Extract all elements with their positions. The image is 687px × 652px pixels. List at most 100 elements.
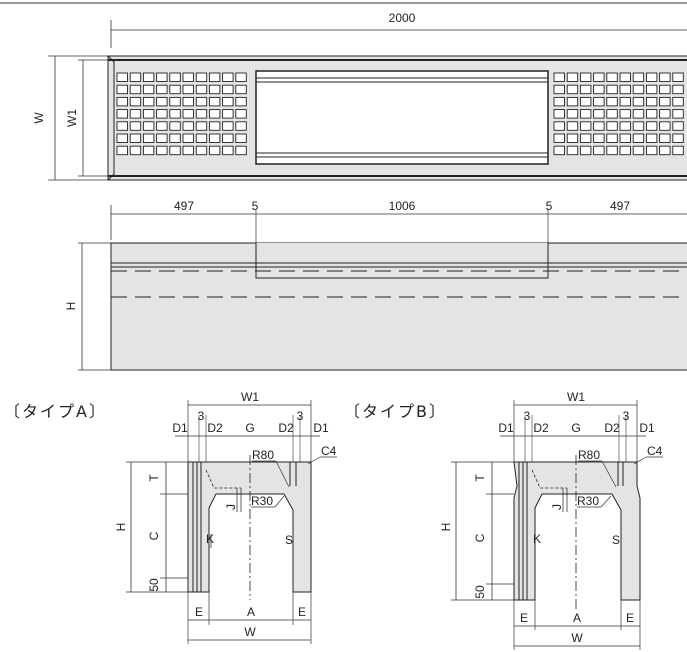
grate-hole (222, 96, 234, 107)
type-a-e-left: E (195, 605, 203, 619)
grate-hole (606, 109, 618, 119)
grate-hole (156, 84, 168, 95)
grate-hole (659, 121, 671, 131)
grate-hole (222, 133, 234, 143)
grate-hole (156, 121, 168, 131)
grate-hole (593, 72, 605, 82)
type-a-r80: R80 (252, 448, 274, 462)
type-a-c: C (147, 531, 161, 540)
type-a-d2-right: D2 (278, 421, 294, 435)
grate-hole (606, 145, 618, 156)
grate-hole (619, 121, 631, 131)
grate-hole (579, 109, 592, 119)
type-b-w: W (571, 631, 583, 645)
type-b-d1-left: D1 (498, 421, 514, 435)
grate-hole (169, 145, 181, 156)
segment-5-right: 5 (546, 199, 553, 213)
grate-hole (606, 133, 618, 143)
grate-hole (659, 109, 671, 119)
grate-hole (235, 72, 247, 82)
grate-hole (566, 84, 579, 95)
type-b-50: 50 (473, 585, 487, 599)
type-a-r30: R30 (251, 494, 273, 508)
section-type-a: 〔タイプA〕 W1 D1 3 D2 G D2 3 D1 R80 (4, 390, 337, 644)
grate-hole (116, 109, 128, 119)
type-b-k: K (533, 532, 541, 546)
grate-hole (129, 109, 142, 119)
grate-hole (116, 96, 128, 107)
type-b-d1-right: D1 (639, 421, 655, 435)
type-b-title: 〔タイプB〕 (344, 402, 447, 421)
grate-hole (195, 121, 208, 131)
top-w-label: W (32, 112, 46, 124)
grate-hole (553, 133, 565, 143)
grate-hole (619, 133, 631, 143)
grate-hole (208, 145, 221, 156)
grate-hole (195, 72, 208, 82)
grate-hole (593, 84, 605, 95)
grate-hole (116, 145, 128, 156)
grate-hole (632, 145, 645, 156)
grate-holes-left (116, 72, 247, 156)
grate-hole (566, 121, 579, 131)
grate-hole (222, 145, 234, 156)
grate-hole (182, 72, 194, 82)
type-b-c: C (473, 533, 487, 542)
grate-hole (579, 72, 592, 82)
grate-hole (632, 121, 645, 131)
grate-hole (169, 96, 181, 107)
grate-hole (606, 96, 618, 107)
type-b-s: S (612, 533, 620, 547)
type-b-r30: R30 (577, 494, 599, 508)
grate-hole (672, 72, 684, 82)
type-b-3-left: 3 (524, 409, 531, 423)
grate-hole (659, 96, 671, 107)
grate-hole (566, 72, 579, 82)
grate-hole (632, 96, 645, 107)
grate-hole (645, 72, 658, 82)
grate-hole (142, 145, 155, 156)
grate-hole (156, 96, 168, 107)
grate-hole (659, 133, 671, 143)
center-opening (255, 70, 549, 165)
grate-hole (632, 84, 645, 95)
grate-hole (116, 121, 128, 131)
grate-hole (579, 121, 592, 131)
grate-hole (129, 121, 142, 131)
type-a-j: J (224, 504, 238, 510)
type-a-d1-right: D1 (313, 421, 329, 435)
type-a-t: T (147, 474, 161, 482)
grate-hole (182, 109, 194, 119)
grate-hole (235, 109, 247, 119)
type-a-c4: C4 (321, 444, 337, 458)
grate-hole (553, 84, 565, 95)
grate-hole (116, 84, 128, 95)
type-a-e-right: E (298, 605, 306, 619)
grate-hole (619, 109, 631, 119)
type-b-t: T (473, 474, 487, 482)
grate-hole (222, 84, 234, 95)
type-a-d1-left: D1 (172, 421, 188, 435)
grate-hole (208, 121, 221, 131)
grate-hole (156, 72, 168, 82)
grate-hole (593, 145, 605, 156)
grate-hole (195, 109, 208, 119)
grate-hole (222, 121, 234, 131)
type-b-a: A (573, 611, 581, 625)
grate-hole (142, 96, 155, 107)
grate-hole (579, 96, 592, 107)
grate-hole (208, 84, 221, 95)
type-a-g: G (245, 421, 254, 435)
grate-hole (208, 109, 221, 119)
grate-hole (672, 145, 684, 156)
grate-hole (182, 96, 194, 107)
segment-5-left: 5 (252, 199, 259, 213)
grate-hole (606, 72, 618, 82)
grate-hole (579, 145, 592, 156)
type-b-j: J (550, 504, 564, 510)
grate-hole (579, 84, 592, 95)
grate-hole (142, 109, 155, 119)
type-b-e-left: E (520, 611, 528, 625)
grate-hole (182, 121, 194, 131)
grate-hole (195, 96, 208, 107)
